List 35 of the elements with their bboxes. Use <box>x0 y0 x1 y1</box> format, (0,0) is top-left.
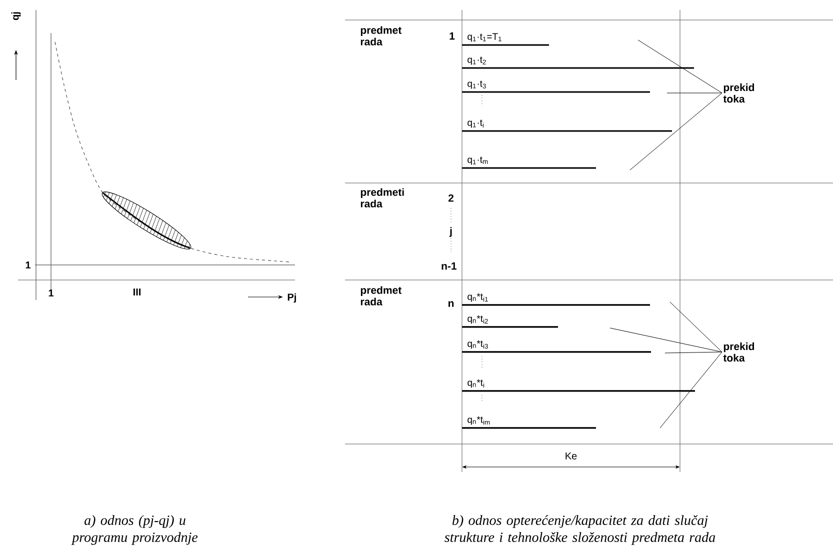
tick-label: 1 <box>48 290 54 296</box>
leader-line <box>610 328 722 352</box>
tick-label: 1 <box>26 262 31 268</box>
labeled-bar: q$_{n}$*t$_{i}$ <box>462 379 695 392</box>
leader-line <box>660 352 722 428</box>
caption: a) odnos (pj-qj) u programu proizvodnje <box>71 515 198 545</box>
row-number: 1 <box>450 32 455 40</box>
region-label: III <box>134 288 141 296</box>
row-label: predmeti rada <box>360 188 404 208</box>
labeled-bar: q$_{1}$·t$_{3}$ <box>462 80 650 93</box>
row-number: n-1 <box>442 262 456 270</box>
row-number: 2 <box>448 194 454 202</box>
callout-text: prekid toka <box>723 342 754 362</box>
row-number: n <box>448 301 454 307</box>
labeled-bar: q$_{1}$·t$_{i}$ <box>462 120 672 132</box>
leader-line <box>638 40 722 94</box>
leader-line <box>666 92 722 94</box>
leader-line <box>664 352 722 354</box>
row-number: j <box>449 227 452 237</box>
row-label: predmet rada <box>360 26 402 46</box>
axis-label: qj <box>11 12 21 20</box>
leader-line <box>630 92 722 170</box>
dimension-label: Ke <box>566 452 577 460</box>
labeled-bar: q$_{n}$*t$_{i2}$ <box>462 315 558 328</box>
labeled-bar: q$_{n}$*t$_{im}$ <box>462 416 596 429</box>
row-label: predmet rada <box>360 286 402 306</box>
labeled-bar: q$_{n}$*t$_{i1}$ <box>462 293 650 306</box>
caption: b) odnos opterećenje/kapacitet za dati slučaj strukture i tehnološke složenosti predmeta rada <box>444 515 716 545</box>
callout-text: prekid toka <box>723 83 754 103</box>
labeled-bar: q$_{1}$·t$_{2}$ <box>462 56 694 69</box>
axis-label: Pj <box>288 293 296 303</box>
labeled-bar: q$_{n}$*t$_{i3}$ <box>462 340 651 353</box>
labeled-bar: q$_{1}$·t$_{1}$=T$_{1}$ <box>462 33 549 46</box>
leader-line <box>670 302 722 352</box>
labeled-bar: q$_{1}$·t$_{m}$ <box>462 156 596 169</box>
